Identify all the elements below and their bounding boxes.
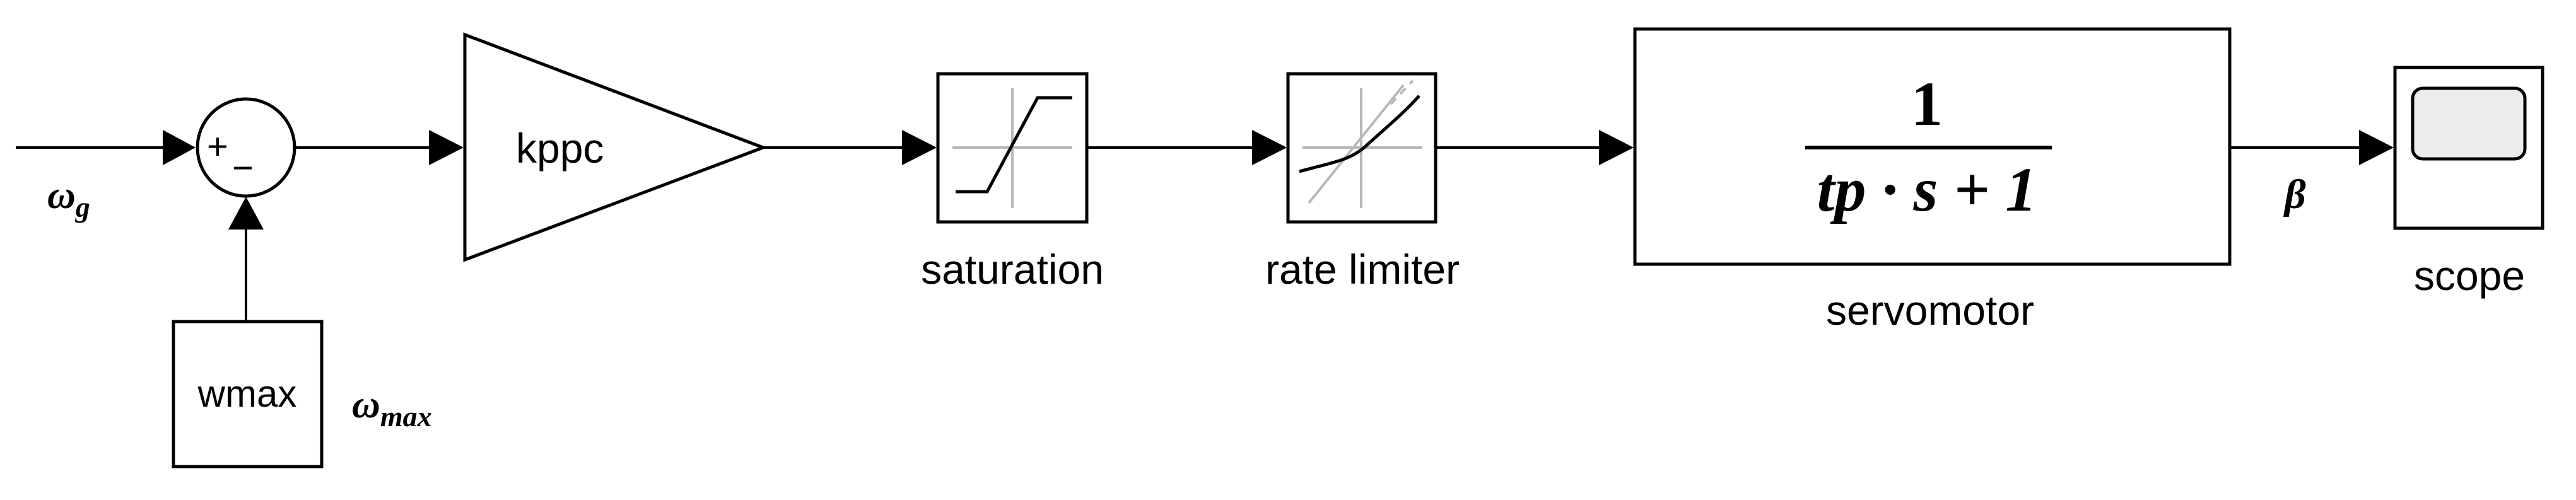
- transfer-numerator: 1: [1911, 69, 1943, 139]
- gain-label: kppc: [516, 125, 604, 172]
- scope-input-arrow: [2359, 130, 2394, 165]
- sum-plus-sign: +: [207, 126, 228, 167]
- constant-block-wmax[interactable]: wmax: [172, 320, 324, 468]
- scope-label: scope: [2414, 252, 2525, 299]
- servo-input-arrow: [1599, 130, 1634, 165]
- transfer-denominator: tp · s + 1: [1817, 154, 2037, 224]
- input-arrow: [163, 130, 196, 165]
- wmax-arrow: [228, 197, 264, 230]
- rate-limiter-icon: [1299, 79, 1422, 208]
- ratelimiter-input-arrow: [1252, 130, 1287, 165]
- saturation-input-arrow: [902, 130, 937, 165]
- input-signal-label: ωg: [47, 174, 90, 223]
- rate-limiter-block[interactable]: [1286, 72, 1437, 224]
- max-signal-label: ωmax: [352, 383, 432, 433]
- scope-icon: [2411, 86, 2527, 161]
- output-signal-label: β: [2283, 172, 2306, 218]
- servomotor-block[interactable]: 1 tp · s + 1: [1633, 27, 2232, 266]
- saturation-block[interactable]: [936, 72, 1089, 224]
- sum-block[interactable]: + −: [196, 97, 296, 198]
- rate-limiter-label: rate limiter: [1265, 246, 1460, 293]
- sum-minus-sign: −: [232, 148, 254, 189]
- servomotor-label: servomotor: [1826, 287, 2034, 334]
- scope-block[interactable]: [2393, 66, 2544, 230]
- constant-label: wmax: [197, 373, 297, 415]
- gain-input-arrow: [429, 130, 464, 165]
- gain-block-kppc[interactable]: kppc: [463, 32, 768, 262]
- saturation-icon: [952, 88, 1072, 208]
- saturation-label: saturation: [921, 246, 1104, 293]
